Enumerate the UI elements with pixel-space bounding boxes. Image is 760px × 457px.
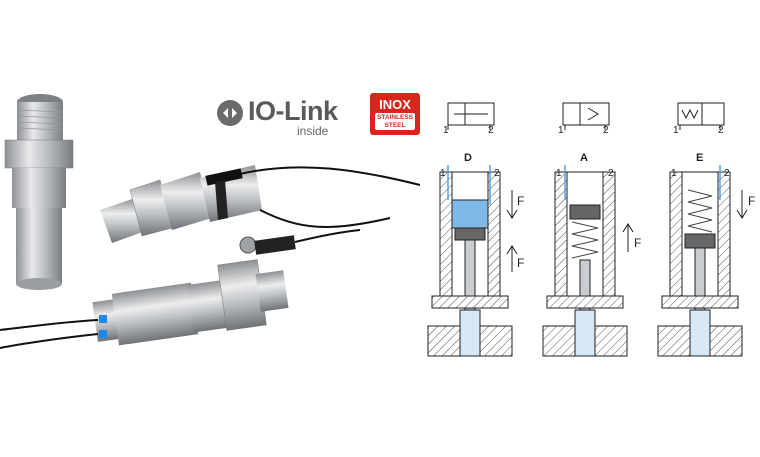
diagram-e-port2: 2 [724,168,730,179]
valve-symbol-e [677,102,725,130]
diagram-d-port1: 1 [440,168,446,179]
force-arrows [506,190,748,272]
diagram-a-port2: 2 [608,168,614,179]
diagram-d-port2-top: 2 [488,125,494,136]
iolink-logo-icon [217,100,243,126]
diagram-e-mode: E [696,152,704,164]
inox-sub-box: STAINLESS STEEL [375,113,415,130]
diagram-e-port2-top: 2 [718,125,724,136]
sensor-vertical [4,94,74,290]
inox-sub-line1: STAINLESS [377,114,413,121]
cylinder-diagram-a [542,165,628,357]
diagram-e-force: F [748,194,756,208]
diagram-a-port2-top: 2 [603,125,609,136]
inox-badge: INOX STAINLESS STEEL [370,93,420,135]
cylinder-diagram-e [657,165,743,357]
diagram-d-mode: D [464,152,472,164]
diagram-d-force: F [517,194,525,208]
cylinder-diagram-d [427,165,513,357]
diagram-e-port1: 1 [671,168,677,179]
inox-sub-line2: STEEL [384,121,406,129]
iolink-subtitle: inside [297,124,329,138]
diagram-a-mode: A [580,152,588,164]
sensor-horizontal [0,259,289,349]
diagram-d-port1-top: 1 [443,125,449,136]
diagram-e-port1-top: 1 [673,125,679,136]
diagram-a-port1: 1 [556,168,562,179]
inox-subtitle: STAINLESS STEEL [375,114,415,129]
valve-symbol-a [562,102,610,130]
diagram-d-port2: 2 [494,168,500,179]
diagram-a-port1-top: 1 [558,125,564,136]
schematic-diagrams [427,102,748,357]
iolink-title: IO-Link [248,96,338,126]
diagram-a-force: F [634,236,642,250]
diagram-d-force2: F [517,256,525,270]
valve-symbol-d [447,102,495,130]
inox-title: INOX [379,97,411,112]
sensor-angled [100,165,421,255]
